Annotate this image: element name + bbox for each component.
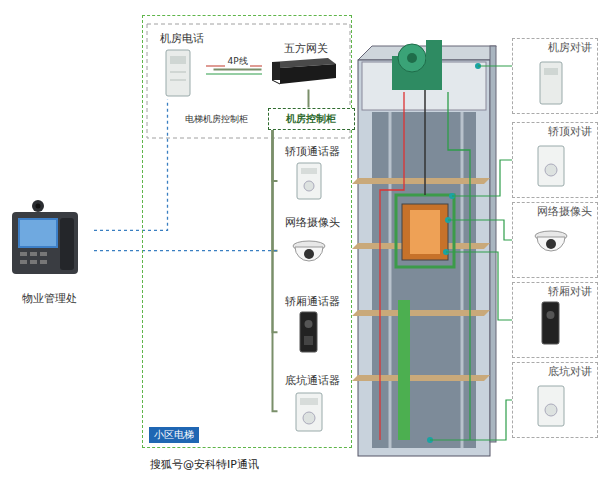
device-box: 五方网关: [262, 40, 350, 90]
elevator-shaft: [352, 40, 496, 456]
room-phone-icon: [166, 50, 190, 96]
car-intercom-icon: [300, 312, 317, 352]
device-box: 轿厢通话器: [278, 293, 348, 357]
camera-icon: [293, 241, 325, 261]
region-box: 机房电话五方网关机房控制柜轿顶通话器网络摄像头轿厢通话器底坑通话器小区电梯: [142, 15, 352, 448]
node-label: 网络摄像头: [513, 205, 597, 219]
device-box: 底坑通话器: [278, 372, 348, 436]
node-label: 轿顶通话器: [278, 145, 348, 159]
node-label: 机房控制柜: [269, 109, 354, 128]
gateway-icon: [272, 58, 336, 84]
device-box: 网络摄像头: [512, 202, 598, 278]
node-label: 五方网关: [262, 42, 350, 56]
intercom-icon: [297, 163, 321, 199]
cable-line: [308, 90, 310, 108]
network-line: [94, 100, 168, 231]
device-box: 底坑对讲: [512, 362, 598, 438]
device-box: 轿顶通话器: [278, 143, 348, 205]
cabinet-box: 机房控制柜: [268, 108, 355, 130]
network-line: [94, 250, 278, 251]
office-box: 物业管理处: [4, 192, 94, 308]
device-box: 机房电话: [150, 30, 214, 100]
caption: 搜狐号@安科特IP通讯: [150, 457, 259, 472]
pit-intercom-icon: [296, 393, 322, 431]
device-box: 网络摄像头: [278, 214, 348, 274]
device-box: 轿厢对讲: [512, 282, 598, 358]
node-label: 底坑通话器: [278, 374, 348, 388]
device-box: 轿顶对讲: [512, 122, 598, 198]
node-label: 底坑对讲: [513, 365, 597, 379]
cable-line: [273, 130, 278, 412]
region-tag: 小区电梯: [149, 427, 199, 443]
node-label: 机房电话: [150, 32, 214, 46]
node-label: 轿顶对讲: [513, 125, 597, 139]
desk-phone-icon: [12, 200, 78, 274]
leader-lines: [430, 66, 512, 440]
cable: [206, 73, 262, 74]
cable-line: [214, 69, 262, 71]
node-label: 轿厢通话器: [278, 295, 348, 309]
node-label: 网络摄像头: [278, 216, 348, 230]
part-label: 电梯机房控制柜: [185, 113, 248, 126]
node-label: 机房对讲: [513, 41, 597, 55]
node-label: 轿厢对讲: [513, 285, 597, 299]
node-label: 物业管理处: [4, 292, 94, 306]
wire-label: 4P线: [225, 55, 249, 68]
device-box: 机房对讲: [512, 38, 598, 114]
